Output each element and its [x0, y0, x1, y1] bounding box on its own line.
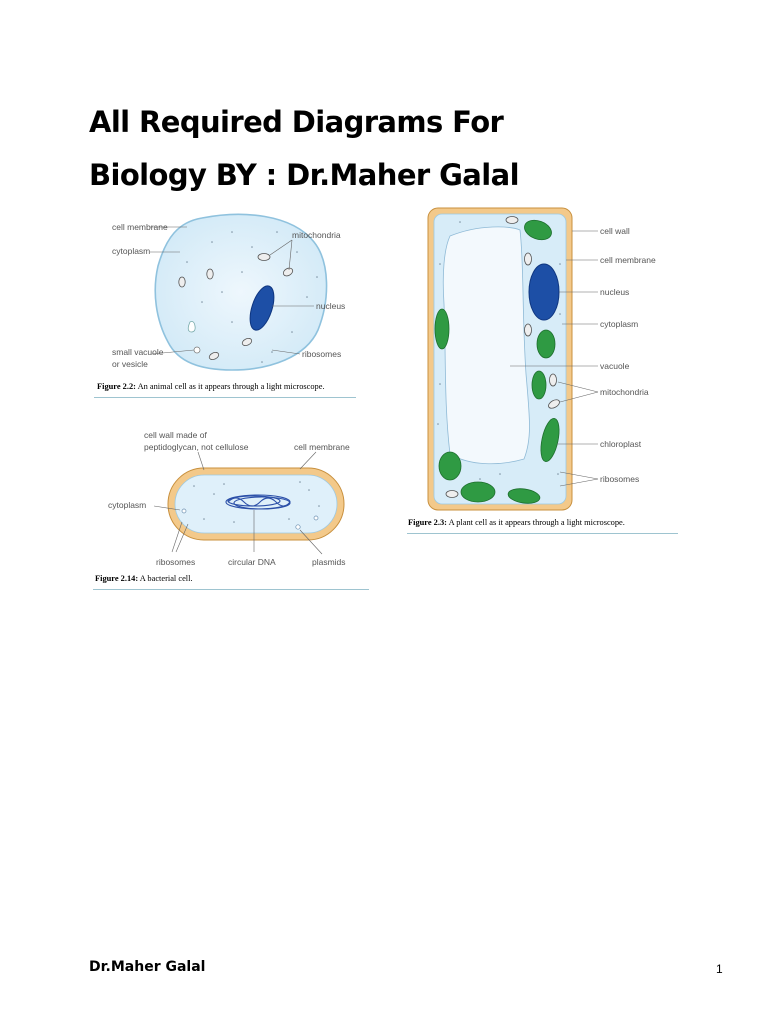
animal-cell-figure: cell membrane cytoplasm mitochondria nuc… — [92, 202, 362, 384]
label-cell-membrane: cell membrane — [600, 255, 656, 265]
label-cell-membrane: cell membrane — [294, 442, 350, 452]
label-ribosomes: ribosomes — [302, 349, 341, 359]
label-cell-wall: cell wall — [600, 226, 630, 236]
leader-lines — [153, 451, 323, 555]
ribosome-dots — [186, 231, 318, 363]
circular-dna-icon — [225, 494, 291, 510]
plant-cell-rule — [407, 533, 678, 534]
label-ribosomes: ribosomes — [600, 474, 639, 484]
chloroplast-icons — [434, 219, 560, 504]
animal-cell-caption-number: Figure 2.2: — [97, 382, 136, 391]
mitochondria-icon — [178, 253, 294, 360]
label-cell-wall-line-2: peptidoglycan, not cellulose — [144, 442, 249, 452]
ribosome-dots — [193, 481, 320, 523]
plant-cell-caption-number: Figure 2.3: — [408, 518, 447, 527]
bacterial-cell-caption-text: A bacterial cell. — [138, 574, 193, 583]
bacterial-cell-caption: Figure 2.14: A bacterial cell. — [95, 574, 193, 583]
page-number: 1 — [716, 962, 723, 976]
page-title-line-2: Biology BY : Dr.Maher Galal — [89, 158, 520, 192]
plant-cell-figure: cell wall cell membrane nucleus cytoplas… — [420, 204, 680, 514]
vesicle-icon — [193, 346, 201, 354]
vacuole-icon — [442, 226, 530, 465]
label-cytoplasm: cytoplasm — [600, 319, 638, 329]
leader-lines — [150, 226, 314, 355]
leader-lines — [510, 230, 599, 487]
plant-cell-diagram: cell wall cell membrane nucleus cytoplas… — [427, 207, 656, 511]
animal-cell-rule — [94, 397, 356, 398]
label-nucleus: nucleus — [316, 301, 345, 311]
mitochondria-icon — [445, 216, 560, 498]
label-ribosomes: ribosomes — [156, 557, 195, 567]
label-mitochondria: mitochondria — [600, 387, 649, 397]
ribosome-dots — [437, 221, 561, 480]
page-title: All Required Diagrams For Biology BY : D… — [89, 96, 649, 202]
animal-cell-caption: Figure 2.2: An animal cell as it appears… — [97, 382, 325, 391]
page-title-line-1: All Required Diagrams For — [89, 105, 504, 139]
label-nucleus: nucleus — [600, 287, 629, 297]
label-or-vesicle: or vesicle — [112, 359, 148, 369]
plant-cell-caption-text: A plant cell as it appears through a lig… — [446, 518, 625, 527]
label-cell-wall-line-1: cell wall made of — [144, 430, 207, 440]
bacterial-cell-diagram: cell wall made of peptidoglycan, not cel… — [108, 430, 350, 567]
bacterial-cell-rule — [93, 589, 369, 590]
label-chloroplast: chloroplast — [600, 439, 642, 449]
label-circular-dna: circular DNA — [228, 557, 276, 567]
label-cell-membrane: cell membrane — [112, 222, 168, 232]
plasmid-icons — [181, 508, 319, 530]
label-cytoplasm: cytoplasm — [108, 500, 146, 510]
small-vacuole-icon — [187, 321, 196, 333]
nucleus-icon — [249, 285, 275, 331]
label-vacuole: vacuole — [600, 361, 630, 371]
label-small-vacuole: small vacuole — [112, 347, 164, 357]
label-mitochondria: mitochondria — [292, 230, 341, 240]
label-plasmids: plasmids — [312, 557, 346, 567]
label-cytoplasm: cytoplasm — [112, 246, 150, 256]
plant-cell-caption: Figure 2.3: A plant cell as it appears t… — [408, 518, 625, 527]
animal-cell-diagram: cell membrane cytoplasm mitochondria nuc… — [112, 213, 345, 371]
bacterial-cell-body — [174, 474, 338, 534]
nucleus-icon — [528, 263, 560, 321]
bacterial-cell-caption-number: Figure 2.14: — [95, 574, 139, 583]
bacterial-cell-figure: cell wall made of peptidoglycan, not cel… — [104, 424, 366, 570]
animal-cell-body — [154, 213, 328, 371]
footer-author: Dr.Maher Galal — [89, 959, 206, 975]
animal-cell-caption-text: An animal cell as it appears through a l… — [135, 382, 325, 391]
